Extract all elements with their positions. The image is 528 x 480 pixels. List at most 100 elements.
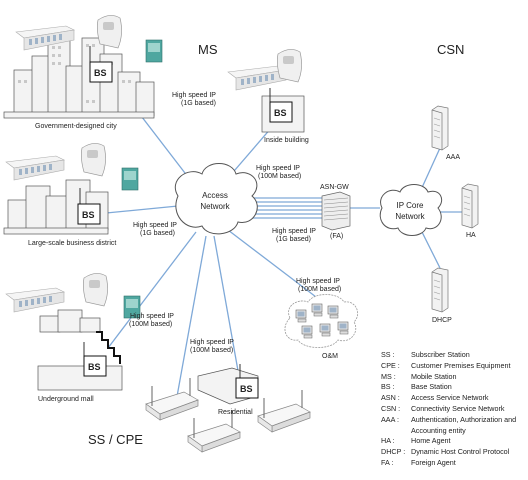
legend-desc: Dynamic Host Control Protocol: [411, 447, 510, 457]
legend-desc: Mobile Station: [411, 371, 457, 381]
site-label-inside-building: Inside building: [264, 137, 309, 144]
link-label: (100M based): [190, 347, 233, 354]
link-core-dhcp: [419, 227, 441, 269]
site-label-mall: Underground mall: [38, 396, 94, 403]
base-station-icon: [77, 203, 101, 225]
site-label-gov-city: Government-designed city: [35, 123, 117, 130]
links: [95, 77, 462, 403]
legend-row: MS : Mobile Station: [381, 372, 527, 383]
legend-row: BS : Base Station: [381, 382, 527, 393]
site-residential: BS Residential: [197, 364, 259, 416]
legend-desc: Accounting entity: [411, 425, 466, 435]
router-icon: [187, 409, 241, 453]
site-inside-building: BS Inside building: [227, 48, 309, 144]
phone-icon: [5, 287, 65, 313]
base-station-icon: [269, 101, 293, 123]
legend-abbr: CPE :: [381, 360, 400, 370]
legend-abbr: MS :: [381, 371, 396, 381]
link-label: (100M based): [129, 321, 172, 328]
server-rack-icon: [461, 183, 479, 229]
site-label-business: Large-scale business district: [28, 240, 116, 247]
legend-row: AAA : Authentication, Authorization and: [381, 415, 527, 426]
phone-icon: [82, 272, 109, 307]
phone-icon: [276, 48, 303, 83]
legend-row: ASN : Access Service Network: [381, 393, 527, 404]
link-label: (100M based): [298, 286, 341, 293]
asn-gw-label: ASN-GW: [320, 184, 349, 191]
legend-row: Accounting entity: [381, 426, 527, 437]
link-label: (1G based): [276, 236, 311, 243]
ip-core-network-cloud: IP Core Network: [379, 184, 443, 236]
fa-label: (FA): [330, 233, 343, 240]
link-label: High speed IP: [172, 92, 216, 99]
legend-abbr: [381, 426, 411, 437]
om-label: O&M: [322, 353, 338, 360]
switch-chassis-icon: [321, 191, 351, 231]
legend-desc: Customer Premises Equipment: [411, 360, 511, 370]
legend-row: HA : Home Agent: [381, 436, 527, 447]
building-icon: [3, 37, 155, 119]
link-label: High speed IP: [190, 339, 234, 346]
link-label: High speed IP: [133, 222, 177, 229]
data-card-icon: [145, 39, 163, 63]
link-label: (1G based): [181, 100, 216, 107]
phone-icon: [5, 155, 65, 181]
heading-csn: CSN: [437, 42, 464, 57]
legend-row: FA : Foreign Agent: [381, 458, 527, 469]
bs-label: BS: [240, 384, 253, 394]
asn-gw: ASN-GW (FA): [320, 184, 351, 240]
legend-abbr: FA :: [381, 457, 394, 467]
cloud-label: IP Core: [397, 201, 425, 210]
bs-label: BS: [274, 108, 287, 118]
link-core-aaa: [419, 147, 441, 193]
cloud-label: Network: [200, 202, 230, 211]
csn-servers: AAA HA DHCP: [431, 105, 479, 324]
legend-desc: Access Service Network: [411, 393, 489, 403]
cloud-label: Access: [202, 191, 228, 200]
heading-ms: MS: [198, 42, 218, 57]
legend-desc: Base Station: [411, 382, 452, 392]
router-icon: [257, 389, 311, 433]
legend-abbr: SS :: [381, 350, 395, 359]
legend-abbr: AAA :: [381, 414, 399, 424]
access-network-cloud: Access Network: [175, 163, 258, 235]
site-government-city: BS Government-designed city: [3, 14, 163, 130]
site-label-residential: Residential: [218, 409, 253, 416]
cloud-label: Network: [395, 212, 425, 221]
legend-abbr: HA :: [381, 436, 395, 446]
phone-icon: [96, 14, 123, 49]
server-label-ha: HA: [466, 232, 476, 239]
legend-desc: Authentication, Authorization and: [411, 414, 517, 424]
site-underground-mall: BS Underground mall: [5, 272, 141, 403]
legend-row: SS : Subscriber Station: [381, 350, 527, 361]
link-labels: High speed IP (1G based) High speed IP (…: [129, 92, 341, 354]
bs-label: BS: [94, 68, 107, 78]
stairs-icon: [96, 331, 121, 364]
legend-desc: Subscriber Station: [411, 350, 470, 359]
legend-abbr: CSN :: [381, 403, 401, 413]
legend-abbr: ASN :: [381, 393, 400, 403]
link-label: High speed IP: [130, 313, 174, 320]
legend-abbr: DHCP :: [381, 447, 406, 457]
link-residential: [213, 235, 241, 383]
legend-row: CSN : Connectivity Service Network: [381, 404, 527, 415]
server-label-dhcp: DHCP: [432, 317, 452, 324]
site-business-district: BS Large-scale business district: [3, 142, 139, 247]
server-rack-icon: [431, 267, 449, 313]
link-label: (1G based): [140, 230, 175, 237]
server-rack-icon: [431, 105, 449, 151]
link-label: High speed IP: [256, 165, 300, 172]
link-label: High speed IP: [296, 278, 340, 285]
link-om: [227, 229, 321, 301]
router-icon: [145, 377, 199, 421]
cloud-icon: [379, 184, 443, 236]
legend-row: CPE : Customer Premises Equipment: [381, 361, 527, 372]
legend-row: DHCP : Dynamic Host Control Protocol: [381, 447, 527, 458]
data-card-icon: [121, 167, 139, 191]
base-station-icon: [83, 355, 107, 377]
phone-icon: [227, 65, 287, 91]
heading-ss-cpe: SS / CPE: [88, 432, 143, 447]
bs-label: BS: [82, 210, 95, 220]
link-label: High speed IP: [272, 228, 316, 235]
